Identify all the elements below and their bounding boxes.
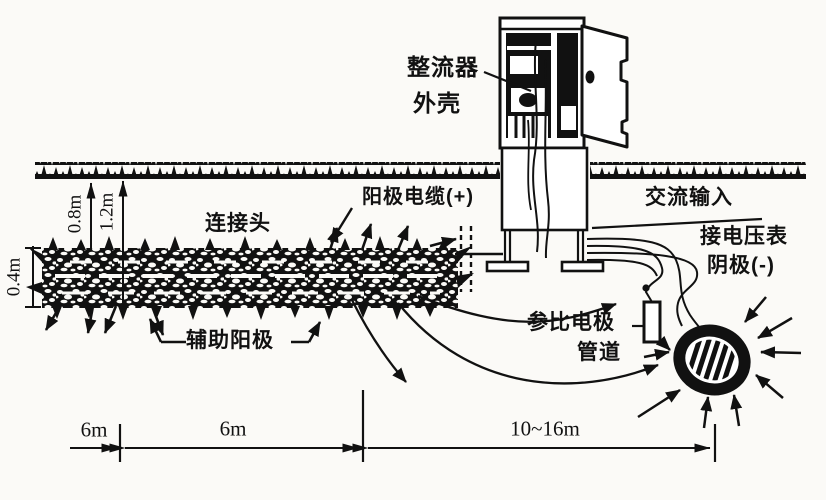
pipeline-label: 管道 — [577, 341, 621, 364]
ref-electrode-label: 参比电极 — [527, 311, 615, 334]
pipe-current-arrows — [637, 296, 802, 429]
anode-cable-leader — [329, 207, 354, 243]
rectifier-leader — [483, 70, 532, 93]
dim-depth-bottom: 1.2m — [96, 192, 118, 232]
cabinet-door — [580, 24, 629, 149]
dim-depth-top: 0.8m — [64, 194, 86, 234]
dim-span-mid: 6m — [219, 416, 247, 441]
wire-junction-bead — [642, 284, 650, 292]
anode-cable-label: 阳极电缆(+) — [362, 186, 474, 208]
rectifier-label-line2: 外壳 — [413, 90, 461, 116]
rectifier-label-line1: 整流器 — [407, 54, 479, 80]
anode-bed — [26, 236, 474, 320]
ac-input-wire — [591, 217, 763, 230]
cathode-label: 阴极(-) — [707, 254, 775, 277]
dim-bed-thickness: 0.4m — [3, 257, 25, 297]
connector-label: 连接头 — [205, 212, 271, 235]
bed-current-arrows-top — [327, 223, 457, 251]
soil-current-curves — [350, 294, 659, 385]
aux-anode-label: 辅助阳极 — [186, 329, 274, 352]
pipe-cross-section — [673, 324, 751, 396]
bed-spikes — [26, 236, 474, 320]
depth-dimensions — [25, 180, 128, 308]
span-dimensions — [70, 390, 717, 462]
dim-span-right: 10~16m — [510, 416, 580, 441]
ground-surface-right — [590, 162, 806, 179]
dashed-boundary — [459, 226, 473, 292]
reference-electrode-symbol — [632, 300, 662, 344]
door-handle — [585, 70, 595, 84]
voltmeter-label: 接电压表 — [700, 225, 788, 248]
ground-surface-left — [35, 162, 500, 179]
bed-current-arrows-bottom — [44, 305, 165, 336]
dim-span-left: 6m — [80, 417, 108, 442]
aux-anode-leaders — [148, 318, 322, 344]
pedestal — [485, 39, 605, 273]
ac-input-label: 交流输入 — [645, 186, 733, 209]
